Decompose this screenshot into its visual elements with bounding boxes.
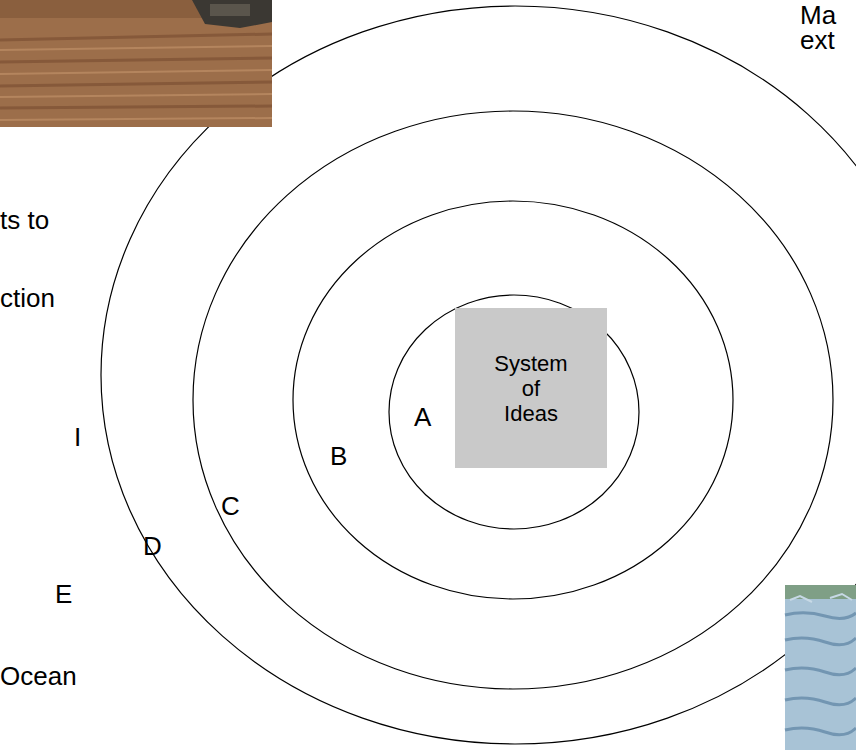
cropped-label: ction xyxy=(0,283,55,313)
idea-box: System of Ideas xyxy=(455,308,607,468)
inner-ring: A System of Ideas xyxy=(388,294,640,530)
cropped-label: ext xyxy=(800,25,835,55)
ring-letter: A xyxy=(414,402,431,432)
ring-letter: E xyxy=(55,579,72,609)
cropped-label: I xyxy=(74,422,81,452)
outer-ring: D C B A System of Ideas xyxy=(100,5,856,745)
water-photo xyxy=(785,585,856,750)
ring-letter: D xyxy=(143,531,162,561)
ring-letter: C xyxy=(221,491,240,521)
second-ring: B A System of Ideas xyxy=(292,200,734,600)
ring-letter: B xyxy=(330,441,347,471)
cropped-label: ts to xyxy=(0,205,49,235)
field-photo xyxy=(0,0,272,127)
third-ring: C B A System of Ideas xyxy=(192,110,834,690)
cropped-label: Ocean xyxy=(0,661,77,691)
box-text: System of Ideas xyxy=(492,351,570,426)
